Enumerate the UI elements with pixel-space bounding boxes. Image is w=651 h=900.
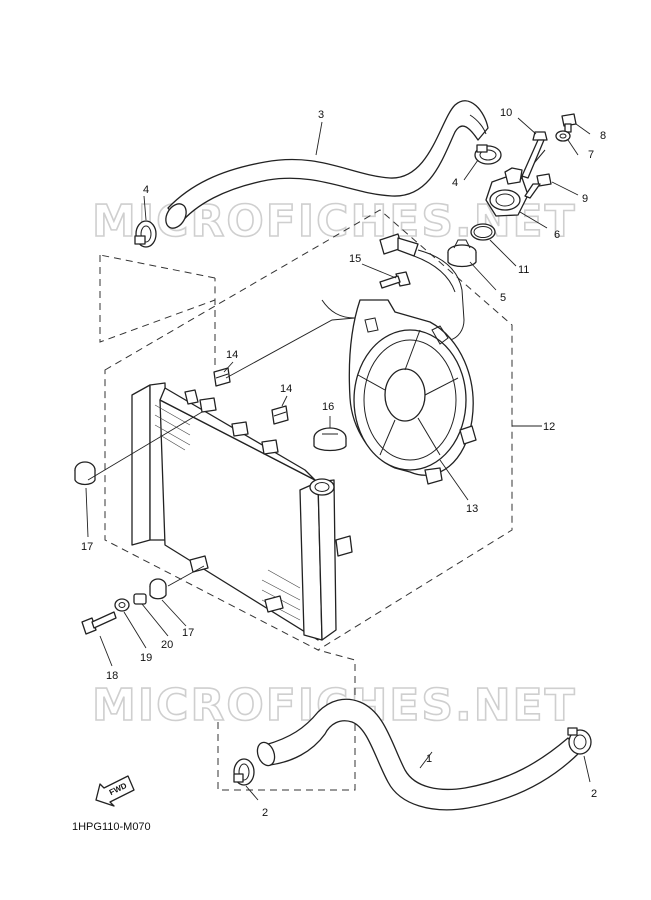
washer[interactable]	[555, 130, 571, 142]
fan-connector-wire	[321, 233, 465, 341]
radiator-cap[interactable]	[313, 427, 347, 452]
radiator-fan-assembly[interactable]	[348, 299, 477, 485]
callout-7: 7	[588, 149, 594, 161]
thermostat[interactable]	[447, 239, 477, 268]
callout-1: 1	[426, 753, 432, 765]
callout-14-right: 14	[280, 383, 292, 395]
hose-clamp-upper-left[interactable]	[134, 220, 157, 248]
callout-6: 6	[554, 229, 560, 241]
callout-4-right: 4	[452, 177, 458, 189]
callout-11: 11	[518, 264, 529, 276]
diagram-code: 1HPG110-M070	[72, 821, 151, 833]
bolt-long[interactable]	[521, 131, 548, 179]
bolt-thermostat[interactable]	[524, 173, 552, 199]
callout-13: 13	[466, 503, 478, 515]
fan-mount-bolt[interactable]	[379, 271, 411, 289]
callout-15: 15	[349, 253, 361, 265]
callout-5: 5	[500, 292, 506, 304]
callout-20: 20	[161, 639, 173, 651]
callout-8: 8	[600, 130, 606, 142]
leader-lines	[85, 117, 591, 801]
clip-left[interactable]	[213, 367, 231, 387]
callout-17-lower: 17	[182, 627, 194, 639]
grommet-lower[interactable]	[149, 578, 167, 600]
callout-16: 16	[322, 401, 334, 413]
radiator-assembly-boundary	[99, 209, 513, 791]
callout-14-left: 14	[226, 349, 238, 361]
callout-3: 3	[318, 109, 324, 121]
hose-clamp-lower-left[interactable]	[233, 758, 255, 786]
callout-12: 12	[543, 421, 555, 433]
callout-2-right: 2	[591, 788, 597, 800]
thermostat-housing[interactable]	[485, 149, 546, 217]
callout-10: 10	[500, 107, 512, 119]
forward-arrow-icon: FWD	[95, 775, 135, 807]
o-ring[interactable]	[470, 223, 496, 241]
washer-lower[interactable]	[114, 598, 130, 612]
bolt-lower[interactable]	[81, 611, 117, 635]
upper-radiator-hose[interactable]	[162, 100, 489, 232]
callout-9: 9	[582, 193, 588, 205]
bolt-small-top[interactable]	[561, 113, 577, 133]
hose-clamp-lower-right[interactable]	[567, 727, 592, 755]
callout-17-left: 17	[81, 541, 93, 553]
collar[interactable]	[133, 593, 147, 605]
callout-18: 18	[106, 670, 118, 682]
grommet-left[interactable]	[74, 461, 96, 486]
callout-2-left: 2	[262, 807, 268, 819]
callout-19: 19	[140, 652, 152, 664]
hose-clamp-upper-right[interactable]	[474, 144, 502, 165]
radiator[interactable]	[131, 382, 353, 641]
clip-right[interactable]	[271, 405, 289, 425]
callout-4-left: 4	[143, 184, 149, 196]
